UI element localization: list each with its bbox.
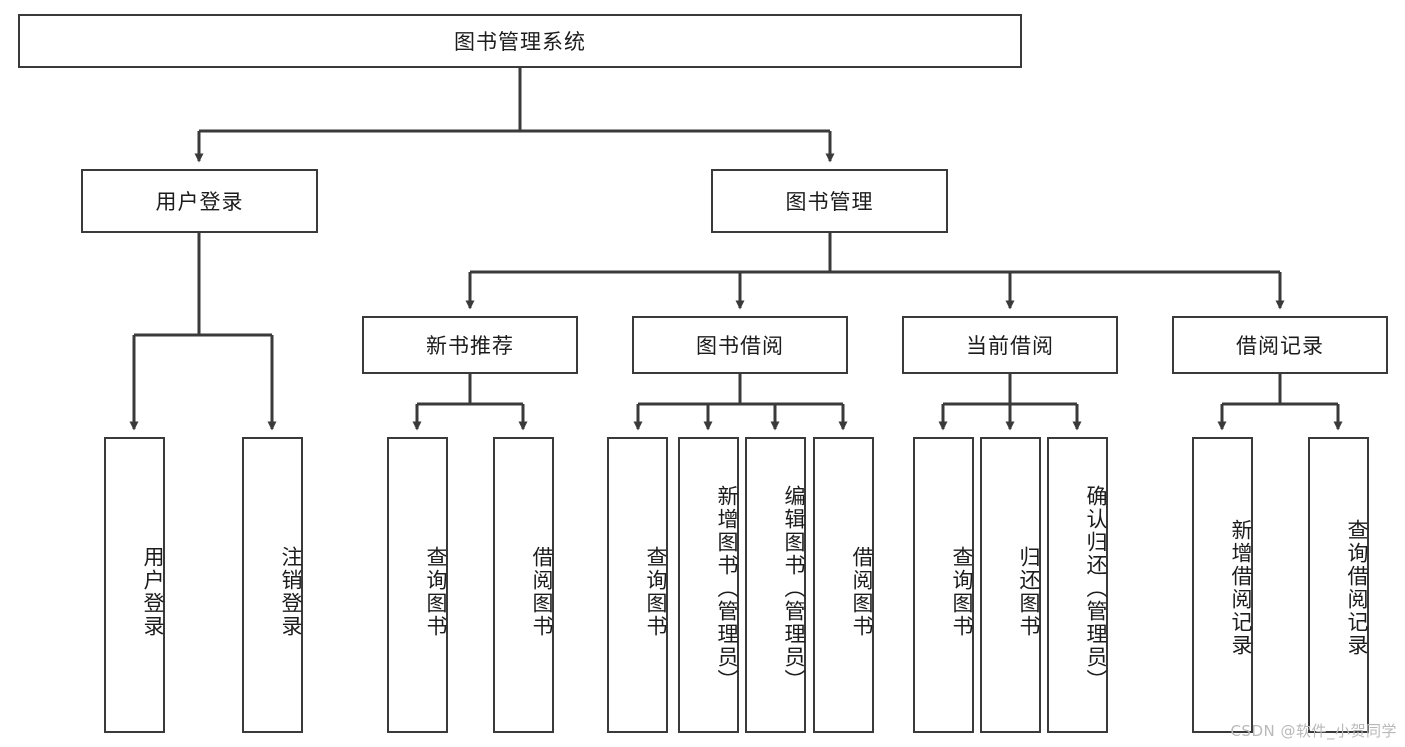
node-root-system[interactable]: 图书管理系统	[18, 14, 1022, 68]
node-label: 图书管理	[785, 190, 874, 214]
node-label: 新书推荐	[426, 334, 514, 358]
node-leaf-query-record[interactable]: 查询借阅记录	[1308, 437, 1369, 733]
node-borrow-record[interactable]: 借阅记录	[1172, 316, 1388, 374]
node-user-login[interactable]: 用户登录	[81, 169, 318, 233]
node-label: 编辑图书（管理员）	[782, 484, 806, 692]
node-label: 新增图书（管理员）	[715, 484, 739, 692]
node-leaf-borrow-book-2[interactable]: 借阅图书	[813, 437, 874, 733]
node-book-borrow[interactable]: 图书借阅	[632, 316, 848, 374]
node-label: 图书管理系统	[454, 30, 586, 54]
node-leaf-return-book[interactable]: 归还图书	[980, 437, 1041, 733]
node-leaf-confirm-return[interactable]: 确认归还（管理员）	[1047, 437, 1108, 733]
node-label: 归还图书	[1017, 546, 1041, 638]
node-label: 借阅图书	[850, 546, 874, 638]
node-leaf-query-book-1[interactable]: 查询图书	[387, 437, 448, 733]
node-leaf-add-record[interactable]: 新增借阅记录	[1192, 437, 1253, 733]
node-leaf-user-login[interactable]: 用户登录	[104, 437, 165, 733]
node-current-borrow[interactable]: 当前借阅	[902, 316, 1118, 374]
node-label: 注销登录	[279, 546, 303, 638]
node-label: 当前借阅	[966, 334, 1054, 358]
node-label: 新增借阅记录	[1229, 519, 1253, 657]
node-leaf-borrow-book-1[interactable]: 借阅图书	[493, 437, 554, 733]
node-label: 用户登录	[141, 546, 165, 638]
watermark-text: CSDN @软件_小贺同学	[1230, 722, 1397, 740]
node-label: 查询图书	[950, 546, 974, 638]
node-label: 借阅图书	[530, 546, 554, 638]
node-book-management[interactable]: 图书管理	[711, 169, 948, 233]
node-label: 图书借阅	[696, 334, 784, 358]
node-leaf-query-book-3[interactable]: 查询图书	[913, 437, 974, 733]
node-leaf-add-book[interactable]: 新增图书（管理员）	[678, 437, 739, 733]
node-leaf-user-logout[interactable]: 注销登录	[242, 437, 303, 733]
node-label: 查询图书	[644, 546, 668, 638]
node-label: 确认归还（管理员）	[1084, 484, 1108, 692]
node-leaf-query-book-2[interactable]: 查询图书	[607, 437, 668, 733]
node-new-book-recommend[interactable]: 新书推荐	[362, 316, 578, 374]
node-label: 查询借阅记录	[1345, 519, 1369, 657]
node-label: 查询图书	[424, 546, 448, 638]
node-label: 借阅记录	[1236, 334, 1324, 358]
node-label: 用户登录	[155, 190, 244, 214]
node-leaf-edit-book[interactable]: 编辑图书（管理员）	[745, 437, 806, 733]
